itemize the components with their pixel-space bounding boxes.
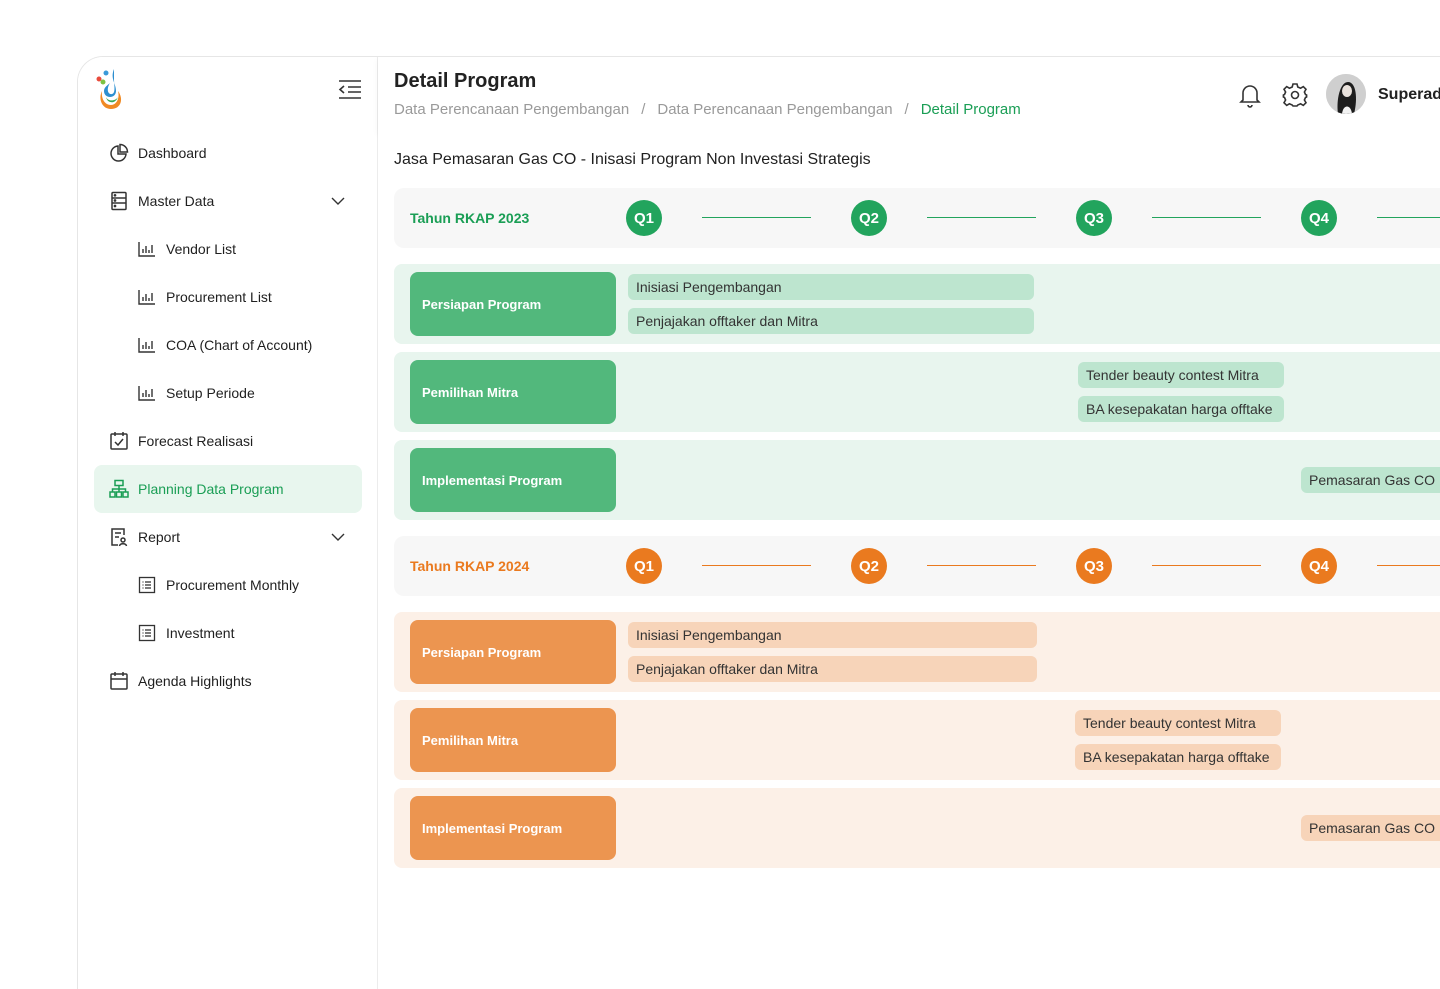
calendar-check-icon	[108, 430, 130, 452]
user-name[interactable]: Superad	[1378, 86, 1440, 103]
nav-forecast-realisasi[interactable]: Forecast Realisasi	[94, 417, 362, 465]
quarter-connector	[702, 565, 811, 566]
phase-button-implementasi[interactable]: Implementasi Program	[410, 796, 616, 860]
task-bar[interactable]: Inisiasi Pengembangan	[628, 274, 1034, 300]
breadcrumb-item[interactable]: Data Perencanaan Pengembangan	[394, 101, 630, 118]
phase-button-persiapan[interactable]: Persiapan Program	[410, 620, 616, 684]
page-title: Detail Program	[394, 70, 537, 92]
nav-procurement-list[interactable]: Procurement List	[94, 273, 362, 321]
chevron-down-icon[interactable]	[330, 193, 346, 209]
breadcrumb-current: Detail Program	[920, 101, 1021, 118]
quarter-badge: Q1	[626, 200, 662, 236]
year-label: Tahun RKAP 2024	[410, 558, 530, 574]
phase-row: Pemilihan Mitra Tender beauty contest Mi…	[394, 352, 1440, 432]
task-bar[interactable]: Tender beauty contest Mitra	[1075, 710, 1281, 736]
avatar[interactable]	[1326, 74, 1366, 114]
nav-label: Forecast Realisasi	[138, 433, 254, 449]
year-label: Tahun RKAP 2023	[410, 210, 530, 226]
phase-row: Implementasi Program Pemasaran Gas CO	[394, 440, 1440, 520]
bar-chart-icon	[136, 286, 158, 308]
calendar-icon	[108, 670, 130, 692]
document-list-icon	[136, 622, 158, 644]
quarter-connector	[1377, 217, 1440, 218]
document-list-icon	[136, 574, 158, 596]
bar-chart-icon	[136, 382, 158, 404]
app-logo	[94, 65, 128, 113]
list-icon	[108, 190, 130, 212]
breadcrumb-item[interactable]: Data Perencanaan Pengembangan	[657, 101, 893, 118]
nav-label: Setup Periode	[166, 385, 255, 401]
menu-collapse-icon[interactable]	[337, 77, 363, 101]
main-content: Jasa Pemasaran Gas CO - Inisasi Program …	[378, 133, 1440, 989]
nav-master-data[interactable]: Master Data	[94, 177, 362, 225]
phase-row: Implementasi Program Pemasaran Gas CO	[394, 788, 1440, 868]
task-bar[interactable]: Penjajakan offtaker dan Mitra	[628, 656, 1037, 682]
breadcrumb: Data Perencanaan Pengembangan / Data Per…	[394, 101, 1021, 118]
phase-row: Persiapan Program Inisiasi Pengembangan …	[394, 612, 1440, 692]
quarter-badge: Q3	[1076, 548, 1112, 584]
bar-chart-icon	[136, 334, 158, 356]
quarter-connector	[1152, 565, 1261, 566]
year-header-2024: Tahun RKAP 2024 Q1 Q2 Q3 Q4	[394, 536, 1440, 596]
breadcrumb-separator: /	[904, 101, 909, 118]
phase-row: Pemilihan Mitra Tender beauty contest Mi…	[394, 700, 1440, 780]
nav-label: Procurement Monthly	[166, 577, 300, 593]
nav-report[interactable]: Report	[94, 513, 362, 561]
phase-row: Persiapan Program Inisiasi Pengembangan …	[394, 264, 1440, 344]
quarter-connector	[927, 217, 1036, 218]
quarter-badge: Q4	[1301, 548, 1337, 584]
nav-label: Agenda Highlights	[138, 673, 252, 689]
nav-label: COA (Chart of Account)	[166, 337, 313, 353]
quarter-badge: Q2	[851, 200, 887, 236]
breadcrumb-separator: /	[641, 101, 646, 118]
phase-button-pemilihan[interactable]: Pemilihan Mitra	[410, 360, 616, 424]
nav-label: Master Data	[138, 193, 215, 209]
quarter-badge: Q4	[1301, 200, 1337, 236]
nav-label: Vendor List	[166, 241, 237, 257]
quarter-badge: Q2	[851, 548, 887, 584]
nav-procurement-monthly[interactable]: Procurement Monthly	[94, 561, 362, 609]
quarter-badge: Q1	[626, 548, 662, 584]
gear-icon[interactable]	[1282, 82, 1308, 108]
sidebar: Dashboard Master Data Vendor List Procur…	[78, 57, 378, 989]
phase-button-pemilihan[interactable]: Pemilihan Mitra	[410, 708, 616, 772]
quarter-connector	[702, 217, 811, 218]
nav-agenda-highlights[interactable]: Agenda Highlights	[94, 657, 362, 705]
quarter-connector	[927, 565, 1036, 566]
nav-dashboard[interactable]: Dashboard	[94, 129, 362, 177]
nav-label: Planning Data Program	[138, 481, 284, 497]
pie-chart-icon	[108, 142, 130, 164]
phase-button-persiapan[interactable]: Persiapan Program	[410, 272, 616, 336]
quarter-connector	[1152, 217, 1261, 218]
chevron-down-icon[interactable]	[330, 529, 346, 545]
year-header-2023: Tahun RKAP 2023 Q1 Q2 Q3 Q4	[394, 188, 1440, 248]
nav-label: Investment	[166, 625, 235, 641]
task-bar[interactable]: Tender beauty contest Mitra	[1078, 362, 1284, 388]
bar-chart-icon	[136, 238, 158, 260]
quarter-badge: Q3	[1076, 200, 1112, 236]
nav-vendor-list[interactable]: Vendor List	[94, 225, 362, 273]
nav-setup-periode[interactable]: Setup Periode	[94, 369, 362, 417]
nav-planning-data-program[interactable]: Planning Data Program	[94, 465, 362, 513]
task-bar[interactable]: Pemasaran Gas CO	[1301, 467, 1440, 493]
bell-icon[interactable]	[1238, 82, 1262, 108]
nav-label: Procurement List	[166, 289, 272, 305]
task-bar[interactable]: Pemasaran Gas CO	[1301, 815, 1440, 841]
nav-label: Report	[138, 529, 181, 545]
topbar: Detail Program Data Perencanaan Pengemba…	[378, 57, 1440, 133]
nav-investment[interactable]: Investment	[94, 609, 362, 657]
task-bar[interactable]: BA kesepakatan harga offtake	[1075, 744, 1281, 770]
task-bar[interactable]: Penjajakan offtaker dan Mitra	[628, 308, 1034, 334]
report-icon	[108, 526, 130, 548]
nav-label: Dashboard	[138, 145, 207, 161]
nav-coa[interactable]: COA (Chart of Account)	[94, 321, 362, 369]
quarter-connector	[1377, 565, 1440, 566]
task-bar[interactable]: Inisiasi Pengembangan	[628, 622, 1037, 648]
hierarchy-icon	[108, 478, 130, 500]
phase-button-implementasi[interactable]: Implementasi Program	[410, 448, 616, 512]
task-bar[interactable]: BA kesepakatan harga offtake	[1078, 396, 1284, 422]
app-frame: Dashboard Master Data Vendor List Procur…	[77, 56, 1440, 989]
program-title: Jasa Pemasaran Gas CO - Inisasi Program …	[394, 151, 871, 168]
